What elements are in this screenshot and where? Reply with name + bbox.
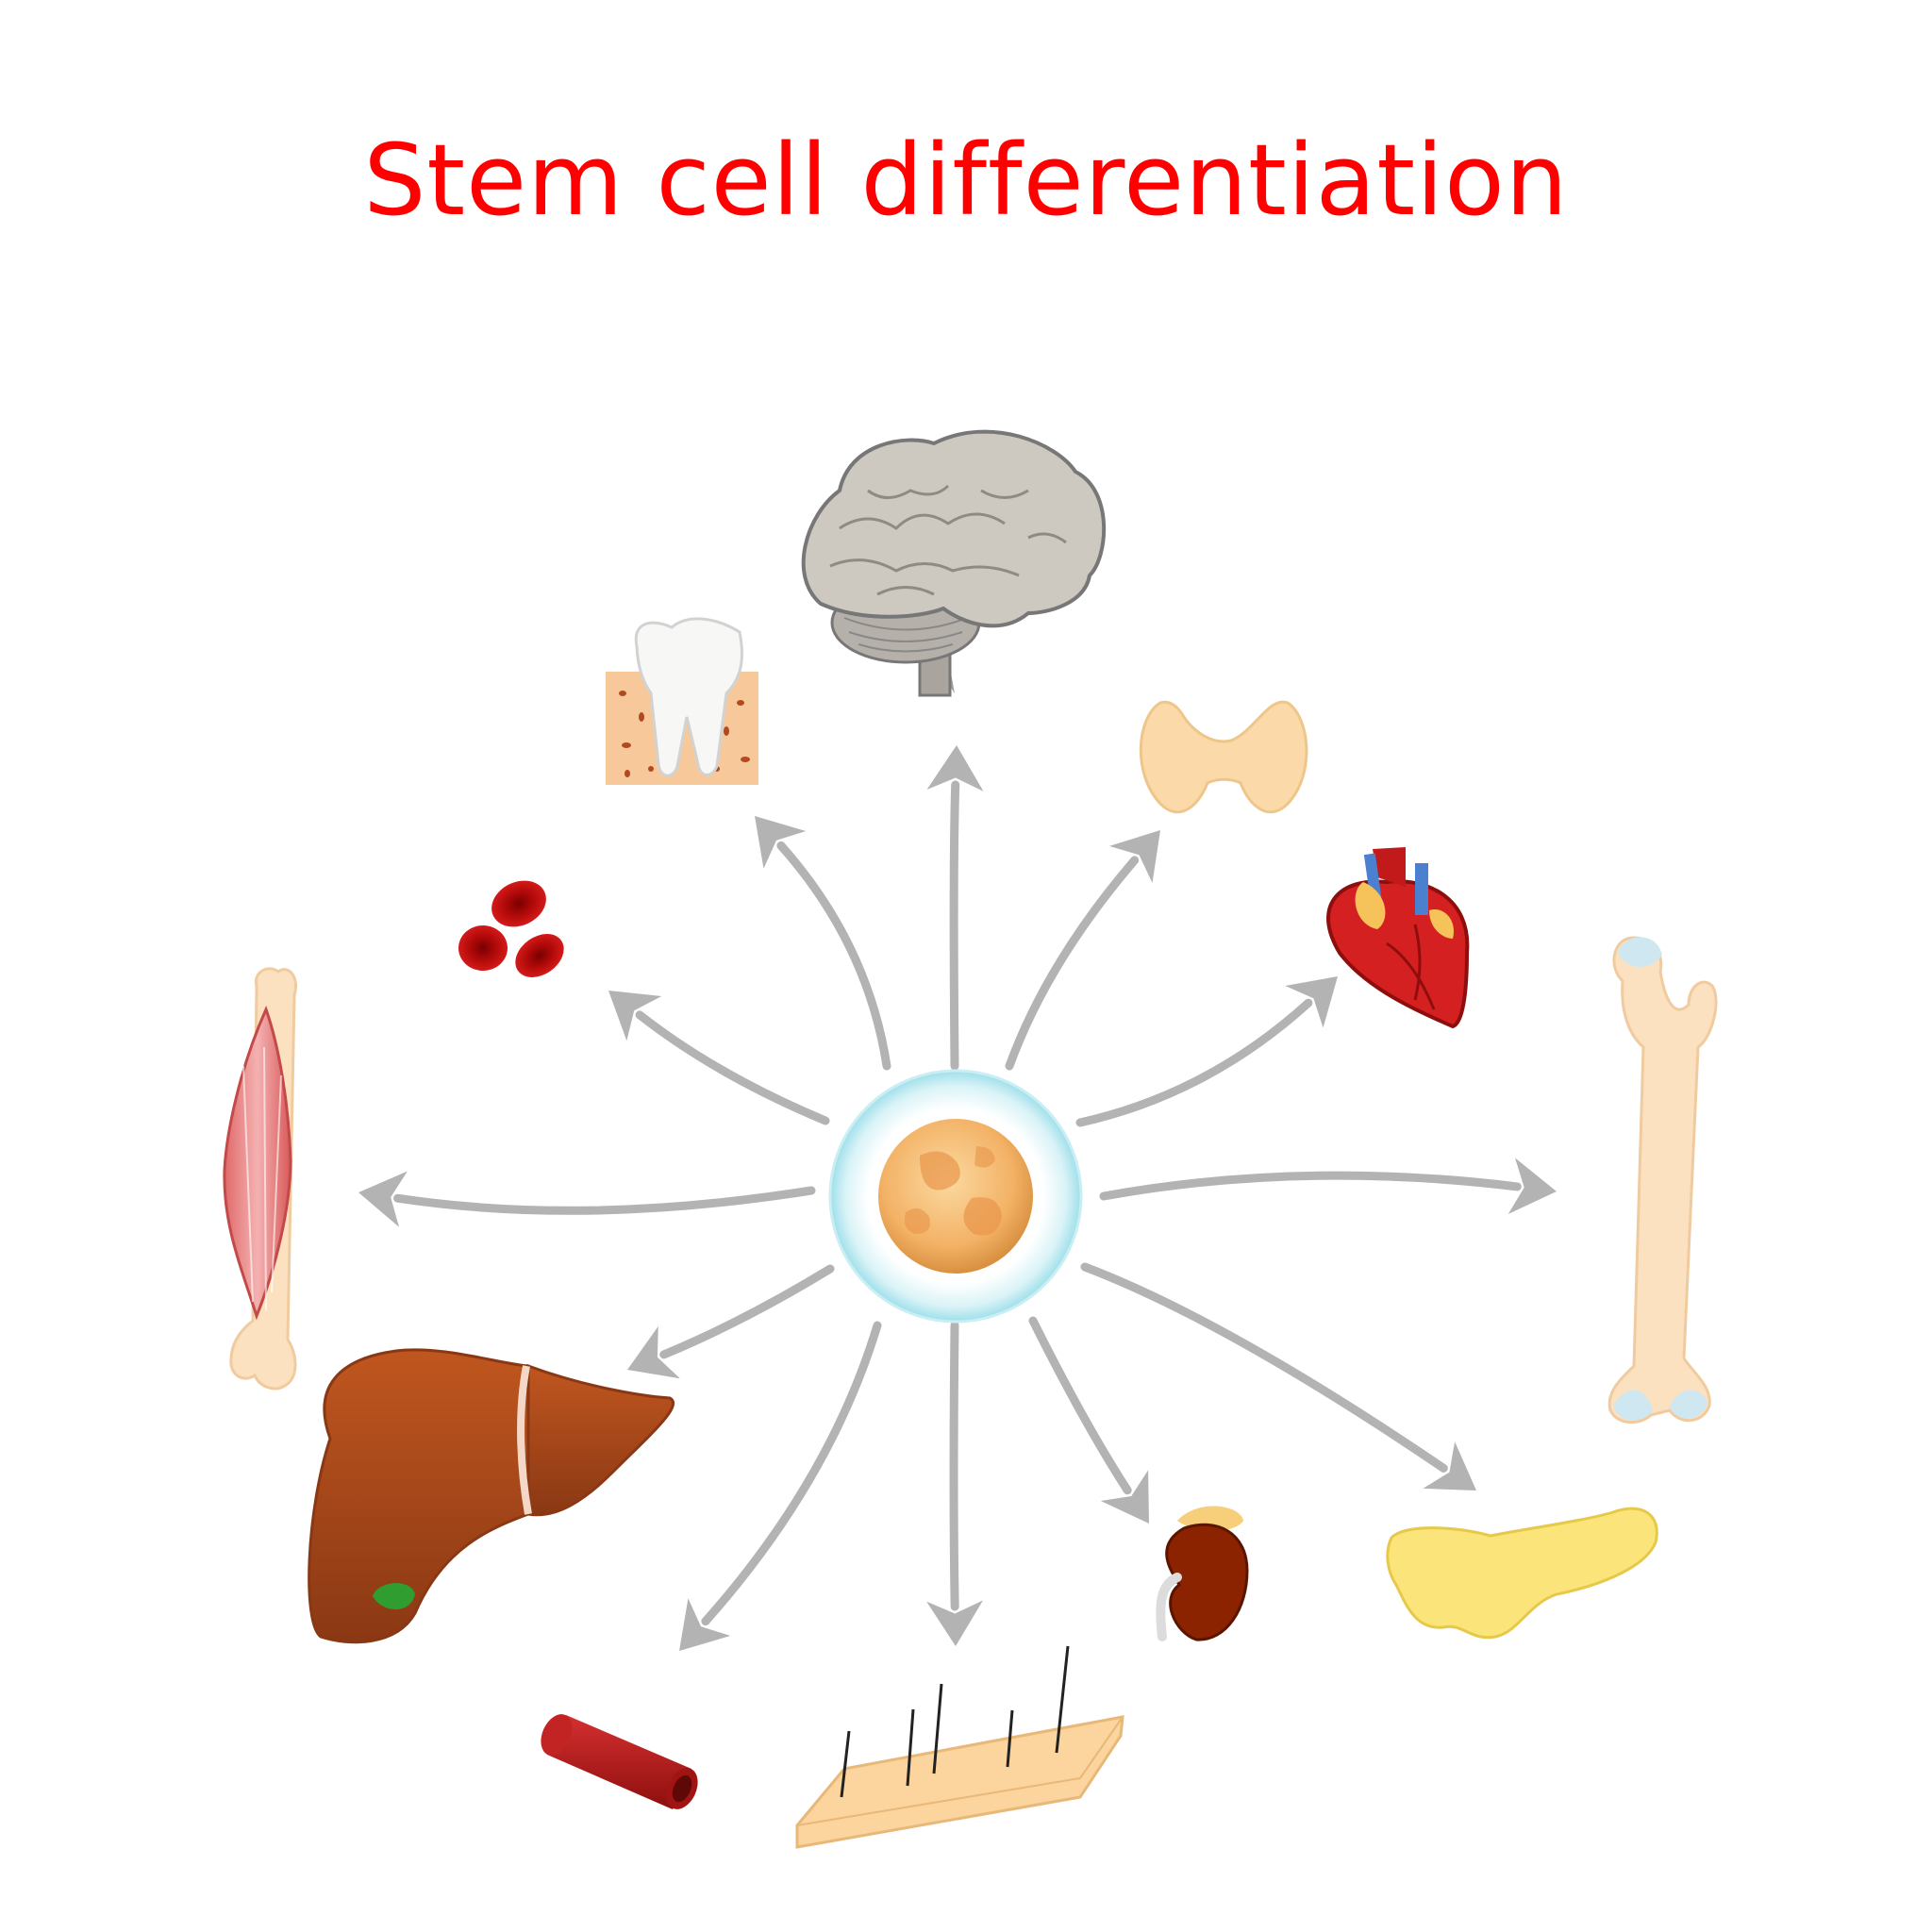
arrow-to-heart [1075,998,1313,1127]
arrowheads [358,745,1557,1651]
stem-cell [828,1069,1083,1324]
arrow-to-tooth [776,841,891,1071]
arrowhead-kidney [1100,1470,1149,1524]
thyroid [1139,700,1308,814]
tooth [606,617,758,785]
differentiation-arrows [393,780,1522,1626]
femur-bone [1607,936,1718,1424]
arrowhead-muscle [358,1171,408,1227]
arrowhead-skin [926,1600,984,1646]
red-blood-cells [458,880,564,977]
arrowhead-thyroid [1108,830,1160,883]
brain [801,429,1107,697]
muscle [223,967,297,1391]
diagram-title: Stem cell differentiation [363,123,1569,238]
arrowhead-liver [627,1325,680,1379]
arrowhead-tooth [755,816,807,869]
kidney [1156,1506,1249,1641]
blood-vessel [541,1714,698,1809]
arrow-to-liver [659,1264,835,1359]
arrow-to-femur-bone [1099,1171,1522,1201]
arrow-to-muscle [393,1186,816,1215]
arrowhead-femur-bone [1507,1158,1557,1214]
skin [795,1645,1124,1849]
arrowhead-heart [1285,976,1338,1028]
arrow-to-blood-vessel [701,1321,882,1626]
arrowhead-pancreas [1423,1441,1476,1491]
arrow-to-kidney [1028,1316,1132,1495]
liver [308,1348,675,1644]
arrow-to-thyroid [1005,856,1140,1071]
arrowhead-blood-vessel [679,1598,731,1651]
heart [1326,847,1470,1029]
arrow-to-red-blood-cells [635,1010,830,1125]
arrow-to-pancreas [1080,1262,1448,1473]
pancreas [1386,1507,1658,1640]
arrowhead-brain [926,745,984,791]
arrow-to-brain [949,780,960,1071]
arrowhead-red-blood-cells [608,991,662,1041]
arrow-to-skin [949,1321,959,1611]
